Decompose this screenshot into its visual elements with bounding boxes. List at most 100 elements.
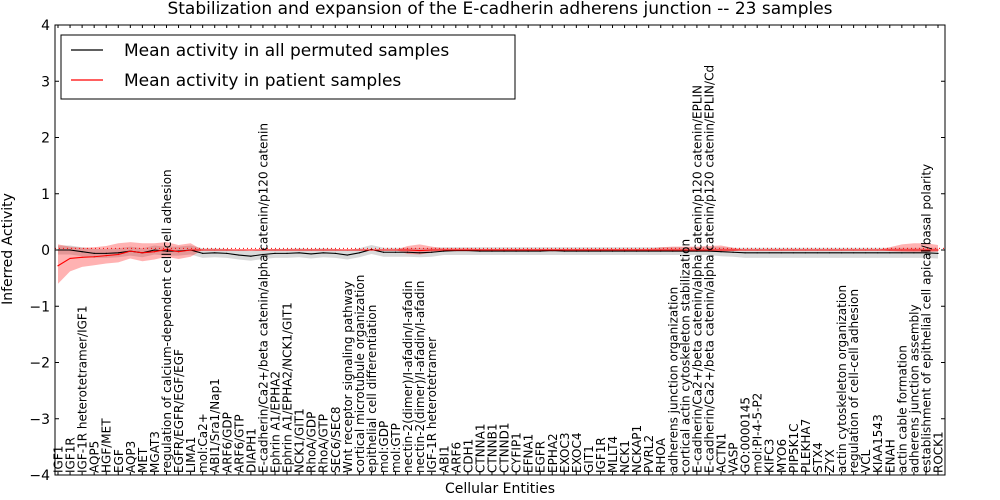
series-2-point [177,251,180,253]
series-1-point [394,251,397,253]
x-tick-label: IGF-1R heterotetramer/IGF1 [76,306,90,473]
x-tick-label: Wnt receptor signaling pathway [341,281,355,473]
series-2-point [925,249,927,251]
legend-label-2: Mean activity in patient samples [124,71,401,91]
series-2-point [358,249,360,251]
x-tick-label: MGAT3 [148,431,162,473]
series-2-point [780,249,782,251]
x-tick-label: ARF6/GDP [220,412,234,473]
series-1-point [853,252,855,254]
series-1-point [623,250,626,252]
x-tick-label: IGF1R [64,437,78,473]
x-tick-label: cortical actin cytoskeleton stabilizatio… [678,239,692,473]
x-tick-label: E-cadherin/Ca2+/beta catenin/alpha caten… [256,123,270,473]
series-2-point [684,249,686,251]
series-2-point [129,250,131,252]
x-tick-label: Ephrin A1/EPHA2/NCK1/GIT1 [281,302,295,473]
series-1-point [214,252,216,254]
series-1-point [744,252,746,254]
series-1-point [527,250,529,252]
series-1-point [636,250,638,252]
series-1-point [298,252,300,254]
series-2-point [286,249,288,251]
series-1-point [804,252,807,254]
series-1-point [153,249,156,251]
series-2-point [298,249,300,251]
series-2-point [539,249,541,251]
series-2-point [648,249,650,251]
series-1-point [310,253,312,255]
series-2-point [660,249,662,251]
x-tick-label: EGF [112,449,126,473]
x-tick-label: DIAPH1 [244,428,258,473]
series-2-point [202,249,204,251]
series-2-point [81,256,83,258]
legend-label-1: Mean activity in all permuted samples [124,41,449,61]
x-tick-label: STX4 [811,442,825,473]
x-tick-label: CTNNB1 [485,423,499,473]
series-2-point [238,249,240,251]
series-2-point [720,249,722,251]
series-2-point [370,249,373,251]
series-1-point [901,252,903,254]
y-tick-label: −4 [29,468,50,484]
plot-frame [54,24,946,476]
series-2-point [346,249,348,251]
series-2-point [165,248,168,251]
series-2-point [575,249,577,251]
y-tick-label: 1 [41,187,50,203]
series-1-point [274,252,276,254]
x-tick-label: ACTN1 [715,433,729,473]
x-tick-label: ARF6 [449,442,463,473]
series-1-point [322,252,324,254]
series-2-point [865,249,867,251]
x-tick-label: RHOA [654,437,668,473]
series-2-point [226,249,228,251]
x-tick-label: EXOC3 [558,433,572,474]
series-1-point [840,252,843,254]
series-2-point [877,249,879,251]
x-tick-label: VASP [727,442,741,473]
y-tick-label: −3 [29,412,50,428]
y-tick-label: −2 [29,356,50,372]
series-2-point [732,249,734,251]
x-tick-label: mol:PI-4-5-P2 [751,393,765,473]
x-tick-label: NCK1/GIT1 [293,408,307,473]
x-tick-label: ZYX [823,449,837,473]
series-2-point [853,249,855,251]
series-1-point [696,250,698,252]
series-1-point [587,250,590,252]
series-1-point [419,252,421,254]
series-1-point [937,252,939,254]
series-1-point [286,252,288,254]
x-tick-label: ENAH [883,439,897,473]
series-1-band [58,244,938,261]
series-2-point [419,249,421,252]
series-2-point [274,249,276,251]
x-tick-label: actin cytoskeleton organization [835,285,849,473]
series-1-line [58,248,939,257]
series-2-point [672,249,674,251]
series-1-point [491,250,493,252]
series-2-point [623,249,626,251]
x-tick-label: EXOC4 [570,433,584,474]
series-2-point [708,249,710,251]
series-1-point [515,250,517,252]
series-2-point [696,249,698,251]
series-2-point [479,249,481,251]
x-tick-label: VCL [859,449,873,473]
x-tick-label: NCK1 [618,440,632,473]
series-1-point [828,252,831,254]
x-tick-label: RhoA/GDP [305,412,319,473]
series-1-point [611,250,614,252]
series-1-point [226,252,228,254]
x-tick-label: actin cable formation [895,345,909,473]
series-1-point [768,252,770,254]
series-2-point [744,249,746,251]
x-tick-label: mol:GTP [389,423,403,473]
series-1-point [165,250,168,252]
series-2-point [93,256,95,258]
x-axis-label: Cellular Entities [445,481,555,497]
x-tick-label: E-cadherin/Ca2+/beta catenin/alpha caten… [702,65,716,473]
x-tick-label: RhoA/GTP [317,414,331,473]
